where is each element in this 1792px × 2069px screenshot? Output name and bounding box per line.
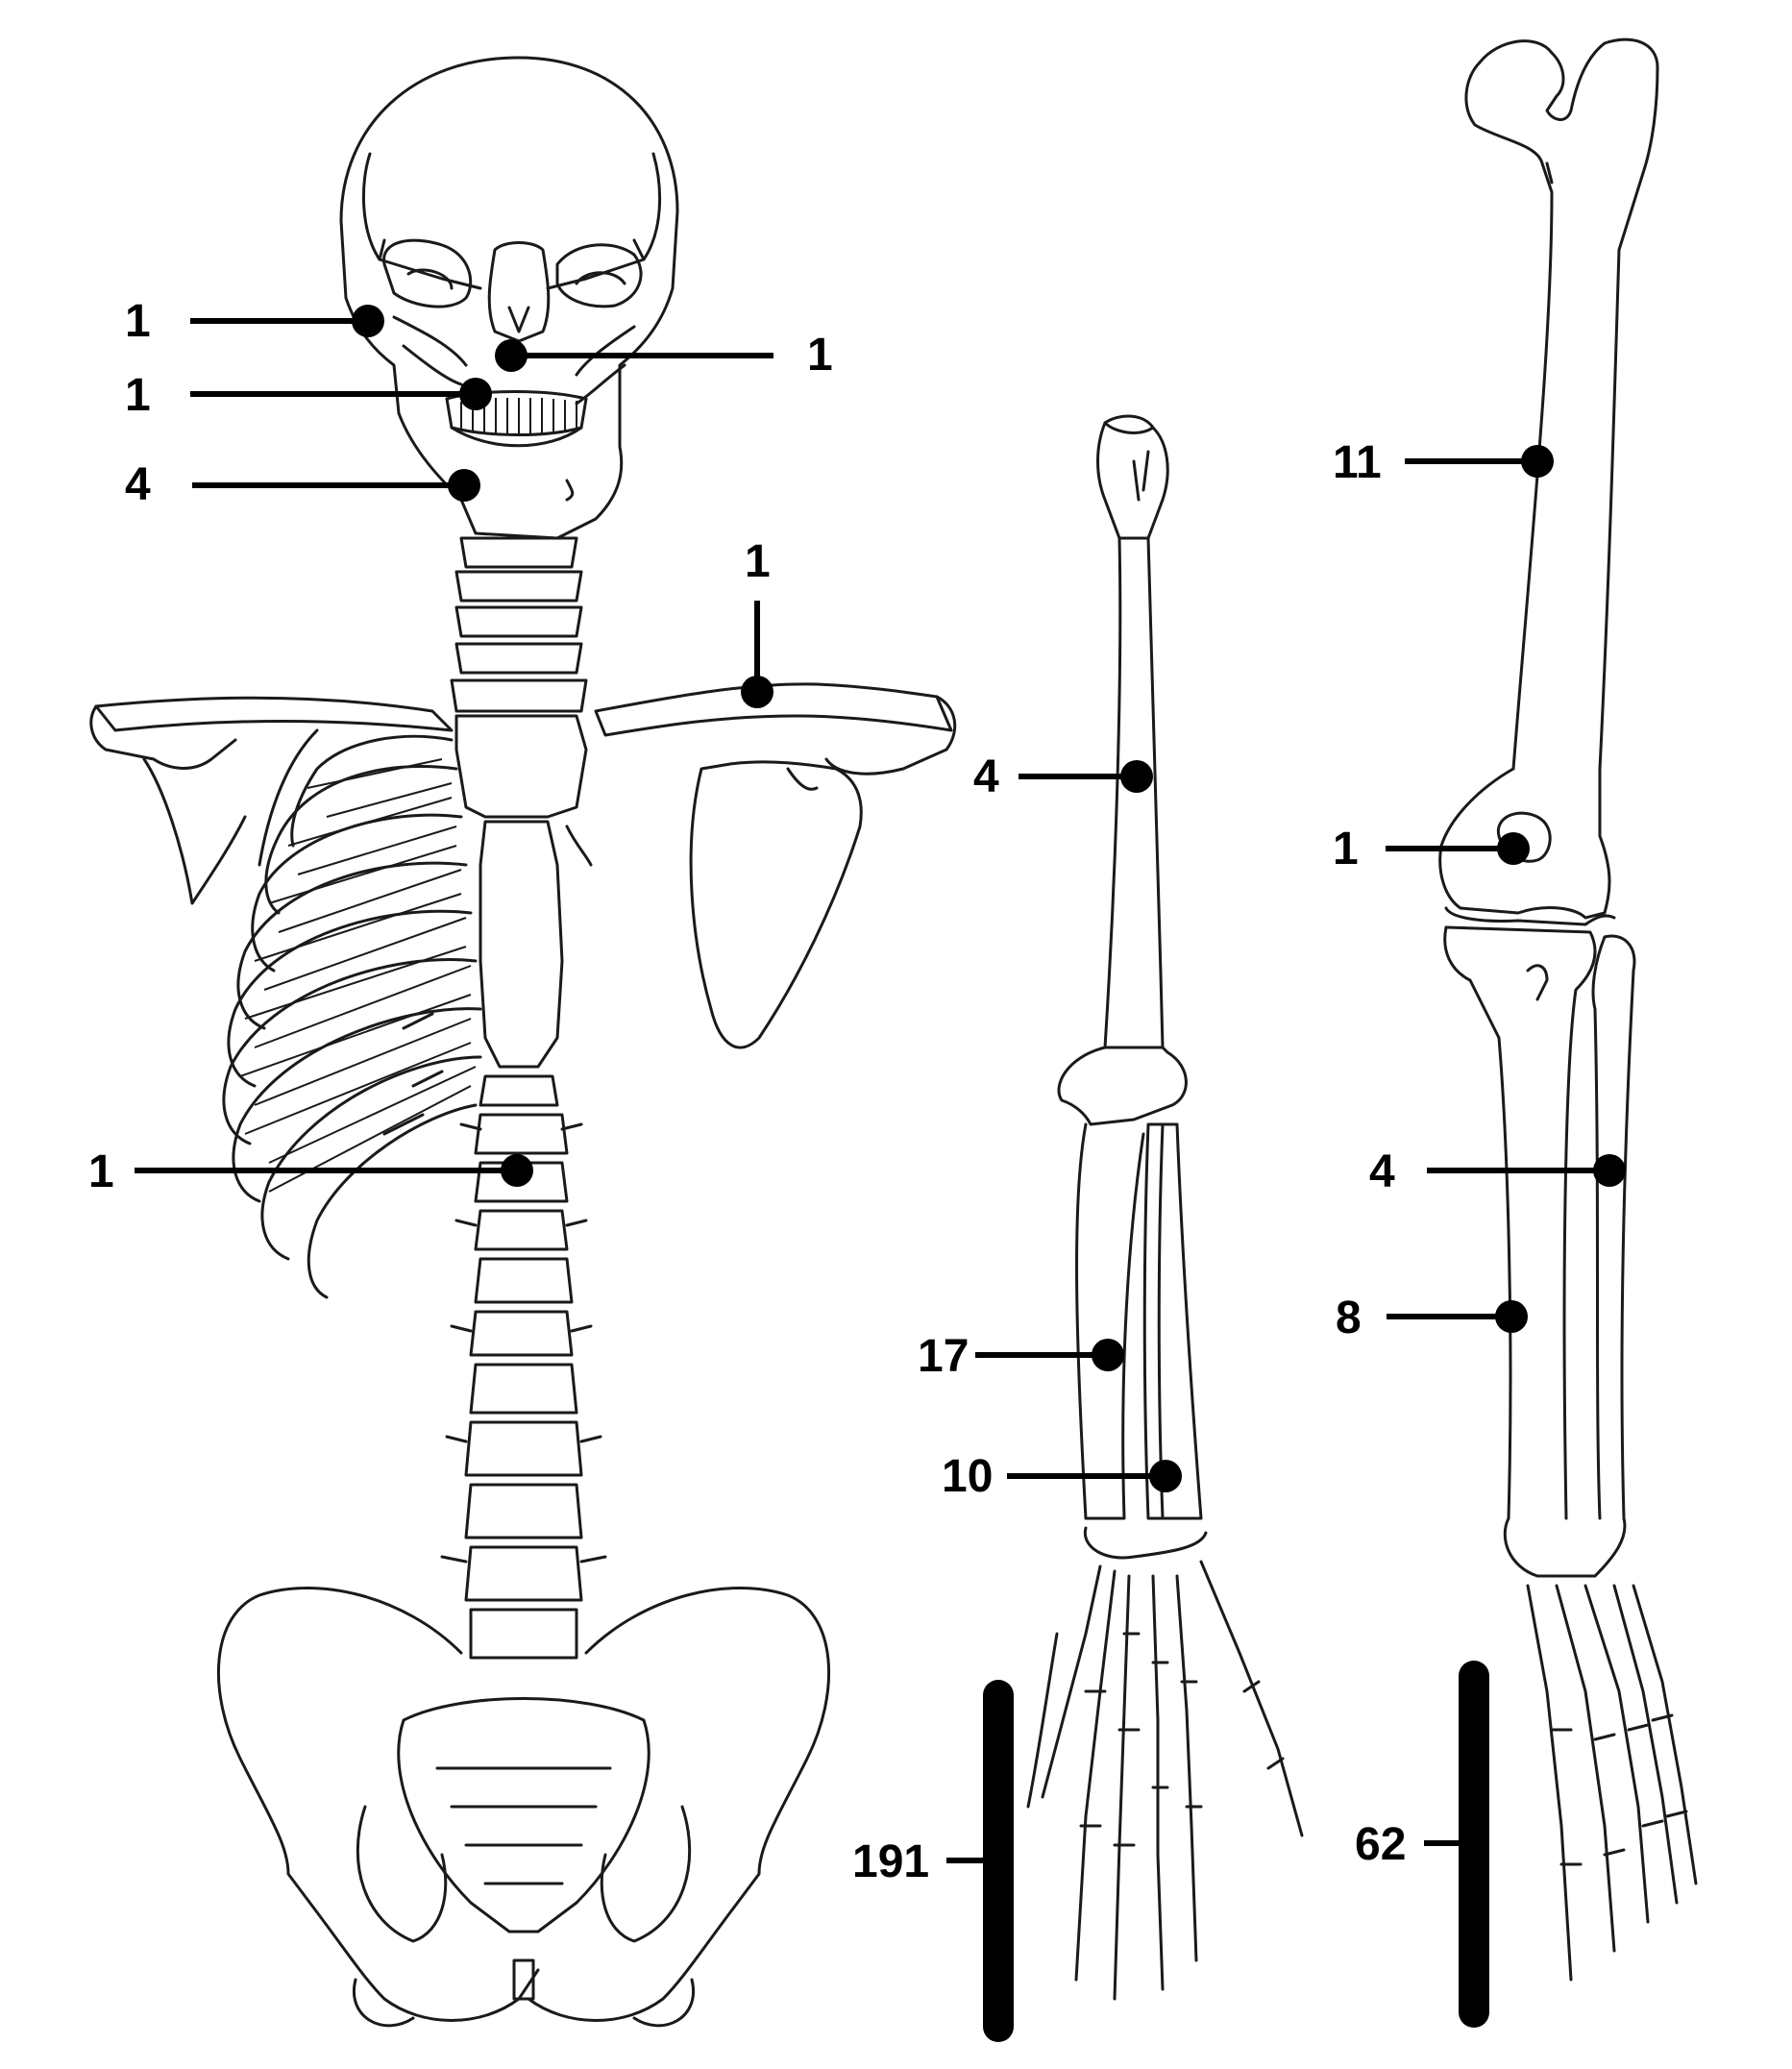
annotation-layer: 1 1 1 4 1 1 bbox=[88, 296, 1626, 2042]
callout-patella: 1 bbox=[1333, 824, 1530, 874]
callout-skull-nasal: 1 bbox=[495, 330, 833, 381]
thoracic-lumbar-spine bbox=[440, 1074, 607, 1660]
callout-skull-zygomatic: 1 bbox=[125, 296, 384, 347]
pelvis bbox=[217, 1587, 830, 2028]
callout-tibia: 8 bbox=[1336, 1293, 1528, 1343]
callout-clavicle: 1 bbox=[741, 536, 773, 708]
rib-cage bbox=[222, 728, 593, 1299]
callout-humerus: 4 bbox=[973, 751, 1153, 802]
label-skull-zygomatic: 1 bbox=[125, 296, 151, 347]
scale-bar-arm: 191 bbox=[852, 1680, 1014, 2042]
label-scale-leg: 62 bbox=[1355, 1819, 1406, 1870]
sternum bbox=[454, 714, 588, 1069]
label-clavicle: 1 bbox=[745, 536, 771, 587]
scale-bar-leg: 62 bbox=[1355, 1661, 1489, 2028]
callout-vertebra: 1 bbox=[88, 1146, 533, 1197]
callout-skull-maxilla: 1 bbox=[125, 370, 492, 421]
label-fibula: 4 bbox=[1369, 1146, 1395, 1197]
label-humerus: 4 bbox=[973, 751, 999, 802]
callout-mandible: 4 bbox=[125, 459, 480, 510]
label-ulna: 10 bbox=[942, 1451, 993, 1502]
cervical-spine bbox=[450, 536, 588, 713]
label-skull-nasal: 1 bbox=[807, 330, 833, 381]
label-radius: 17 bbox=[918, 1331, 969, 1382]
scale-bar-leg-bar bbox=[1459, 1661, 1489, 2028]
callout-fibula: 4 bbox=[1369, 1146, 1626, 1197]
label-scale-arm: 191 bbox=[852, 1836, 929, 1887]
leg-bones bbox=[1438, 37, 1698, 1982]
shoulder-girdle bbox=[89, 682, 957, 1049]
label-skull-maxilla: 1 bbox=[125, 370, 151, 421]
label-tibia: 8 bbox=[1336, 1293, 1362, 1343]
callout-ulna: 10 bbox=[942, 1451, 1182, 1502]
label-femur: 11 bbox=[1333, 437, 1382, 488]
label-mandible: 4 bbox=[125, 459, 151, 510]
arm-bones bbox=[1026, 414, 1304, 2001]
label-patella: 1 bbox=[1333, 824, 1359, 874]
label-vertebra: 1 bbox=[88, 1146, 114, 1197]
callout-radius: 17 bbox=[918, 1331, 1124, 1382]
callout-femur: 11 bbox=[1333, 437, 1554, 488]
skull bbox=[339, 56, 679, 540]
scale-bar-arm-bar bbox=[983, 1680, 1014, 2042]
